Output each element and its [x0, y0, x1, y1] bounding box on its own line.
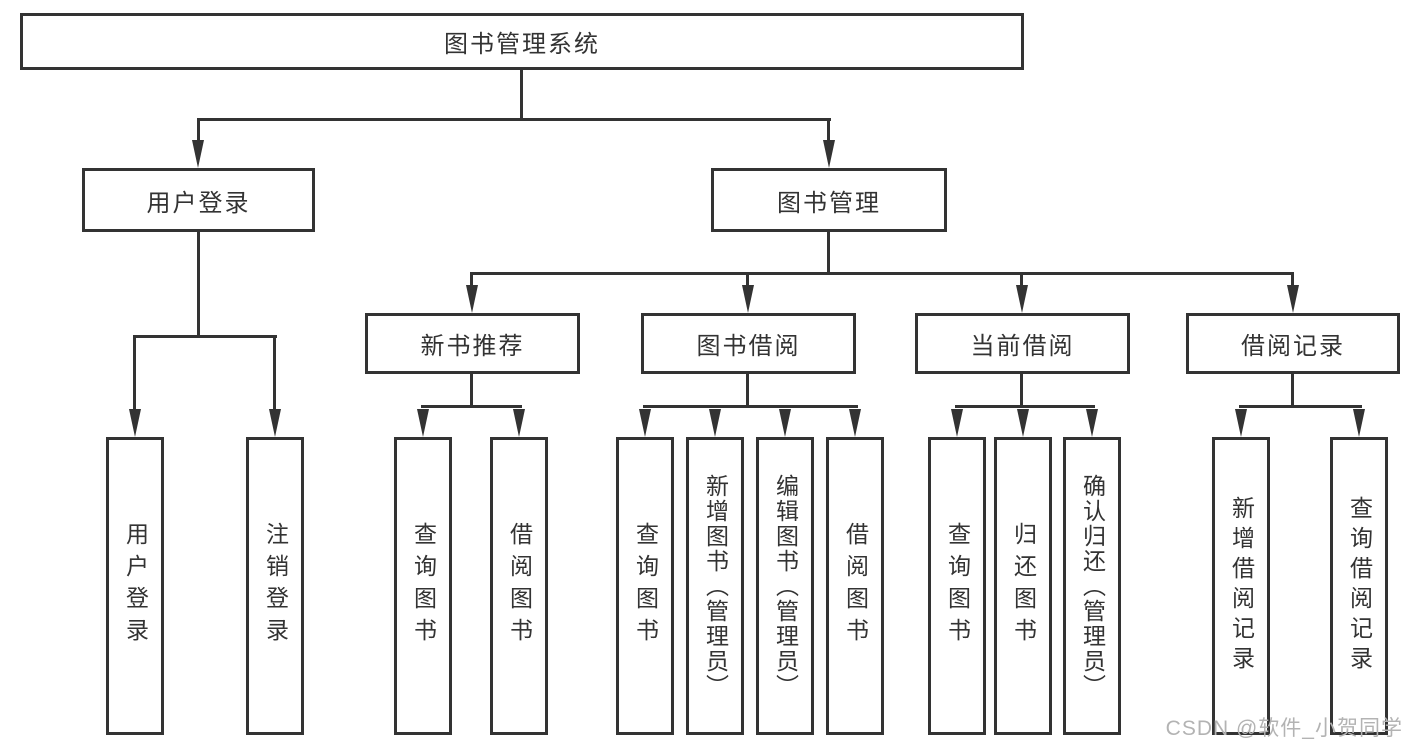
connector-current-borrow-stem	[1020, 374, 1023, 407]
leaf-query-book-borrow-label: 查询图书	[632, 522, 659, 650]
connector-borrow-records-hbar	[1239, 405, 1362, 408]
leaf-return-book: 归还图书	[994, 437, 1052, 735]
arrowhead-to-add-borrow-record	[1235, 409, 1247, 437]
arrowhead-to-leaf-logout	[269, 409, 281, 437]
arrowhead-to-book-management	[823, 140, 835, 168]
arrowhead-to-edit-book-admin	[779, 409, 791, 437]
connector-book-management-stem	[827, 232, 830, 274]
arrowhead-to-borrow-book-recommend	[513, 409, 525, 437]
arrowhead-to-current-borrow	[1016, 285, 1028, 313]
leaf-logout-login-label: 注销登录	[262, 522, 289, 650]
leaf-edit-book-admin: 编辑图书（管理员）	[756, 437, 814, 735]
connector-new-book-drop	[470, 274, 473, 287]
arrowhead-to-query-book-recommend	[417, 409, 429, 437]
leaf-query-book-recommend-label: 查询图书	[410, 522, 437, 650]
arrowhead-to-borrow-records	[1287, 285, 1299, 313]
leaf-borrow-book-label: 借阅图书	[842, 522, 869, 650]
leaf-query-borrow-record-label: 查询借阅记录	[1346, 496, 1373, 676]
connector-user-login-hbar	[133, 335, 277, 338]
arrowhead-to-return-book	[1017, 409, 1029, 437]
connector-book-management-hbar	[470, 272, 1294, 275]
arrowhead-to-user-login	[192, 140, 204, 168]
arrowhead-to-confirm-return-admin	[1086, 409, 1098, 437]
leaf-query-book-current-label: 查询图书	[944, 522, 971, 650]
leaf-borrow-book: 借阅图书	[826, 437, 884, 735]
arrowhead-to-new-book-recommend	[466, 285, 478, 313]
connector-user-login-drop	[197, 120, 200, 142]
connector-current-borrow-drop	[1020, 274, 1023, 287]
leaf-borrow-book-recommend: 借阅图书	[490, 437, 548, 735]
connector-root-hbar	[197, 118, 831, 121]
leaf-query-book-current: 查询图书	[928, 437, 986, 735]
connector-book-borrow-stem	[746, 374, 749, 407]
leaf-return-book-label: 归还图书	[1010, 522, 1037, 650]
connector-new-book-hbar	[421, 405, 522, 408]
arrowhead-to-query-borrow-record	[1353, 409, 1365, 437]
leaf-add-borrow-record-label: 新增借阅记录	[1228, 496, 1255, 676]
watermark: CSDN @软件_小贺同学	[1165, 717, 1403, 740]
arrowhead-to-query-book-borrow	[639, 409, 651, 437]
node-book-management: 图书管理	[711, 168, 947, 232]
leaf-user-login-label: 用户登录	[122, 522, 149, 650]
arrowhead-to-borrow-book	[849, 409, 861, 437]
connector-borrow-records-drop	[1291, 274, 1294, 287]
connector-new-book-stem	[470, 374, 473, 407]
connector-current-borrow-hbar	[955, 405, 1095, 408]
leaf-add-book-admin: 新增图书（管理员）	[686, 437, 744, 735]
leaf-add-book-admin-label: 新增图书（管理员）	[702, 473, 729, 699]
leaf-borrow-book-recommend-label: 借阅图书	[506, 522, 533, 650]
node-new-book-recommend: 新书推荐	[365, 313, 580, 374]
leaf-query-book-recommend: 查询图书	[394, 437, 452, 735]
connector-root-stem	[520, 70, 523, 121]
node-book-borrow: 图书借阅	[641, 313, 856, 374]
leaf-confirm-return-admin-label: 确认归还（管理员）	[1079, 473, 1106, 699]
node-current-borrow: 当前借阅	[915, 313, 1130, 374]
arrowhead-to-leaf-user-login	[129, 409, 141, 437]
leaf-query-borrow-record: 查询借阅记录	[1330, 437, 1388, 735]
connector-borrow-records-stem	[1291, 374, 1294, 407]
connector-book-borrow-hbar	[643, 405, 858, 408]
leaf-logout-login: 注销登录	[246, 437, 304, 735]
node-user-login: 用户登录	[82, 168, 315, 232]
node-root: 图书管理系统	[20, 13, 1024, 70]
arrowhead-to-book-borrow	[742, 285, 754, 313]
leaf-user-login: 用户登录	[106, 437, 164, 735]
leaf-add-borrow-record: 新增借阅记录	[1212, 437, 1270, 735]
leaf-query-book-borrow: 查询图书	[616, 437, 674, 735]
arrowhead-to-add-book-admin	[709, 409, 721, 437]
leaf-confirm-return-admin: 确认归还（管理员）	[1063, 437, 1121, 735]
arrowhead-to-query-book-current	[951, 409, 963, 437]
connector-leaf-user-login-drop	[133, 337, 136, 411]
leaf-edit-book-admin-label: 编辑图书（管理员）	[772, 473, 799, 699]
connector-book-management-drop	[827, 120, 830, 142]
connector-book-borrow-drop	[746, 274, 749, 287]
connector-user-login-stem	[197, 232, 200, 338]
node-borrow-records: 借阅记录	[1186, 313, 1400, 374]
connector-leaf-logout-drop	[273, 337, 276, 411]
